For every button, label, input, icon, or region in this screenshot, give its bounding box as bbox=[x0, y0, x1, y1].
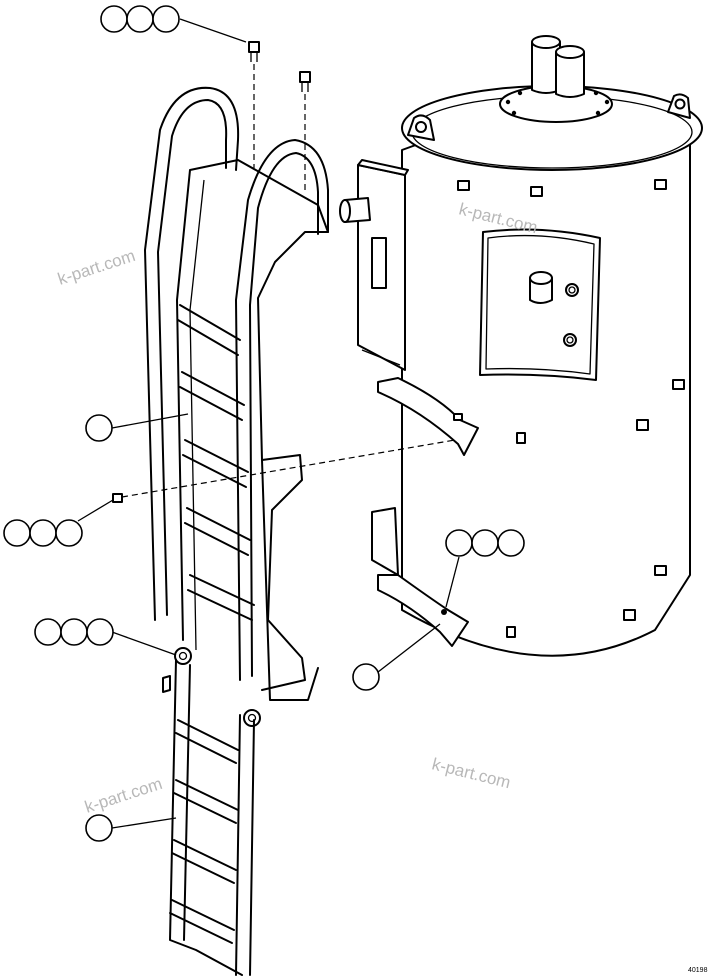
callout-tank-bracket bbox=[352, 663, 380, 691]
leader-lines bbox=[77, 18, 460, 829]
breather-caps bbox=[531, 35, 585, 98]
callout-bracket-bolt bbox=[445, 529, 525, 557]
callout-upper-ladder bbox=[85, 414, 113, 442]
upper-ladder bbox=[144, 86, 329, 727]
assembly-lines bbox=[121, 64, 456, 498]
watermark-3: k-part.com bbox=[430, 754, 513, 792]
lower-ladder bbox=[162, 659, 255, 976]
watermark-4: k-part.com bbox=[82, 774, 164, 817]
fasteners bbox=[112, 41, 463, 503]
watermark-2: k-part.com bbox=[55, 246, 137, 289]
upper-tank-bracket bbox=[377, 377, 479, 456]
inspection-plate bbox=[479, 228, 601, 381]
ladder-rungs-lower bbox=[169, 719, 239, 944]
tank bbox=[339, 35, 703, 657]
side-mount-plate bbox=[339, 159, 409, 371]
callout-fastener-top bbox=[100, 5, 180, 33]
callout-pivot-pin bbox=[34, 618, 114, 646]
rim-clips bbox=[457, 179, 685, 638]
ladder-rungs-upper bbox=[177, 304, 255, 621]
callout-lower-ladder bbox=[85, 814, 113, 842]
lifting-eyes bbox=[407, 93, 691, 141]
lower-tank-bracket bbox=[371, 507, 469, 647]
drawing-code: 40198 bbox=[688, 967, 708, 974]
callout-fastener-mid bbox=[3, 519, 83, 547]
